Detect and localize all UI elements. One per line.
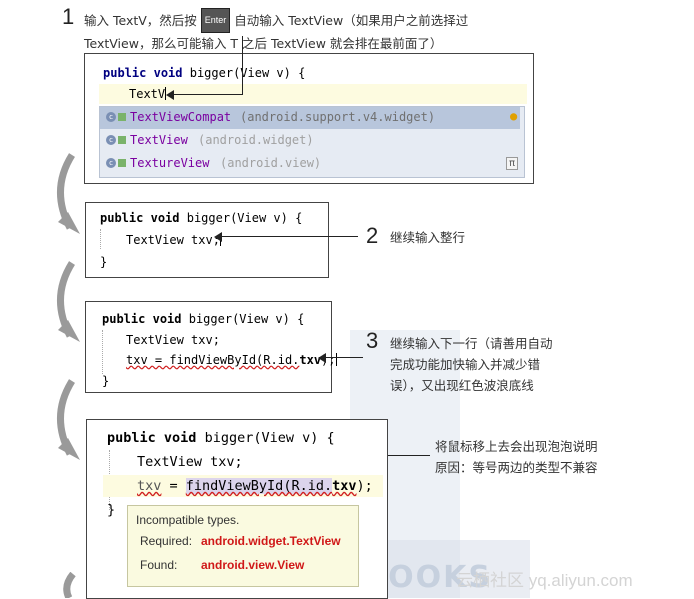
suggestion-name: TextureView bbox=[130, 156, 210, 170]
code-box-3: public void bigger(View v) { TextView tx… bbox=[85, 301, 337, 393]
code-line[interactable]: TextView txv; bbox=[126, 333, 220, 347]
method-signature: public void bigger(View v) { bbox=[103, 66, 306, 80]
closing-brace: } bbox=[107, 502, 116, 518]
pi-icon[interactable]: π bbox=[506, 157, 519, 170]
lightbulb-icon: ● bbox=[510, 109, 518, 123]
method-signature: public void bigger(View v) { bbox=[107, 430, 335, 446]
tooltip-found-value: android.view.View bbox=[201, 558, 305, 572]
suggestion-item[interactable]: c TextureView (android.view) π bbox=[100, 153, 520, 175]
code-line[interactable]: TextView txv; bbox=[137, 454, 243, 470]
step4-note: 将鼠标移上去会出现泡泡说明 原因：等号两边的类型不兼容 bbox=[435, 439, 598, 475]
code-box-2: public void bigger(View v) { TextView tx… bbox=[85, 202, 329, 278]
step1-text-a: 输入 TextV，然后按 bbox=[84, 13, 197, 28]
current-line-highlight bbox=[99, 84, 527, 104]
package-icon bbox=[118, 159, 126, 167]
closing-brace: } bbox=[100, 255, 108, 269]
tooltip-required-value: android.widget.TextView bbox=[201, 534, 341, 548]
package-icon bbox=[118, 136, 126, 144]
indent-guide bbox=[102, 330, 103, 374]
step3-note: 继续输入下一行（请善用自动 完成功能加快输入并减少错 误），又出现红色波浪底线 bbox=[390, 336, 553, 393]
enter-key-icon: Enter bbox=[200, 8, 231, 33]
autocomplete-popup: c TextViewCompat (android.support.v4.wid… bbox=[99, 106, 525, 178]
code-line[interactable]: txv = findViewById(R.id.txv); bbox=[126, 353, 337, 367]
arrow-step3 bbox=[325, 357, 363, 358]
class-icon: c bbox=[106, 112, 116, 122]
indent-guide bbox=[100, 229, 102, 249]
closing-brace: } bbox=[102, 374, 110, 388]
step-number-2: 2 bbox=[366, 223, 379, 248]
suggestion-package: (android.widget) bbox=[198, 133, 314, 147]
arrow-head-icon bbox=[166, 90, 174, 100]
code-line[interactable]: txv = findViewById(R.id.txv); bbox=[137, 478, 373, 494]
arrow-step1 bbox=[242, 36, 243, 94]
code-line[interactable]: TextView txv; bbox=[126, 233, 221, 247]
tooltip-found-label: Found: bbox=[140, 558, 178, 572]
site-watermark: 云栖社区 yq.aliyun.com bbox=[456, 571, 633, 590]
step1-text-b: 自动输入 TextView（如果用户之前选择过 bbox=[234, 13, 469, 28]
curved-arrow-icon bbox=[63, 572, 76, 598]
curved-arrow-icon bbox=[57, 153, 80, 234]
typed-code[interactable]: TextV bbox=[129, 87, 167, 101]
code-box-1: public void bigger(View v) { TextV c Tex… bbox=[84, 53, 534, 184]
suggestion-item[interactable]: c TextView (android.widget) bbox=[100, 130, 520, 152]
step2-note: 继续输入整行 bbox=[390, 230, 466, 245]
class-icon: c bbox=[106, 158, 116, 168]
curved-arrow-icon bbox=[57, 379, 80, 460]
tooltip-title: Incompatible types. bbox=[136, 513, 240, 527]
method-signature: public void bigger(View v) { bbox=[102, 312, 305, 326]
curved-arrow-icon bbox=[57, 261, 80, 342]
suggestion-name: TextView bbox=[130, 133, 188, 147]
class-icon: c bbox=[106, 135, 116, 145]
suggestion-name: TextViewCompat bbox=[130, 110, 232, 124]
step1-text-c: TextView，那么可能输入 T 之后 TextView 就会排在最前面了） bbox=[84, 36, 443, 51]
error-tooltip: Incompatible types. Required: android.wi… bbox=[127, 505, 359, 587]
suggestion-package: (android.view) bbox=[220, 156, 322, 170]
package-icon bbox=[118, 113, 126, 121]
suggestion-item[interactable]: c TextViewCompat (android.support.v4.wid… bbox=[100, 107, 520, 129]
arrow-head-icon bbox=[214, 232, 222, 242]
step1-note: 输入 TextV，然后按 Enter 自动输入 TextView（如果用户之前选… bbox=[84, 8, 544, 54]
arrow-head-icon bbox=[318, 353, 326, 363]
suggestion-package: (android.support.v4.widget) bbox=[240, 110, 436, 124]
arrow-step1-horizontal bbox=[172, 94, 243, 95]
method-signature: public void bigger(View v) { bbox=[100, 211, 303, 225]
tooltip-required-label: Required: bbox=[140, 534, 193, 548]
step-number-1: 1 bbox=[62, 4, 75, 29]
step-number-3: 3 bbox=[366, 328, 379, 353]
arrow-step2 bbox=[222, 236, 358, 237]
